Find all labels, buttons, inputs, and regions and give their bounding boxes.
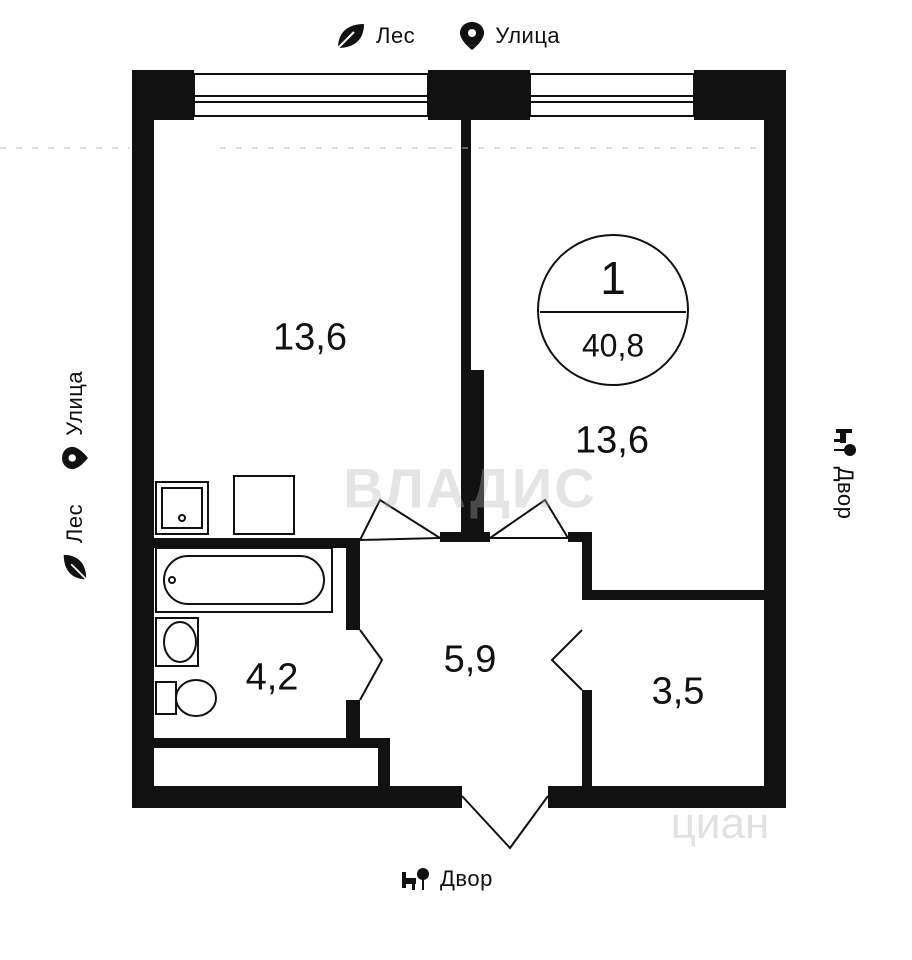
orientation-left-label-1: Лес: [62, 503, 87, 544]
leaf-icon: [337, 24, 364, 49]
room-area-hall: 5,9: [443, 638, 497, 681]
room-area-bathroom: 4,2: [245, 656, 299, 699]
orientation-right-label-0: Двор: [833, 466, 858, 520]
orientation-top-label-0: Лес: [376, 23, 416, 48]
orientation-left-label-0: Улица: [62, 370, 87, 436]
orientation-top: Лес Улица: [334, 20, 560, 52]
room-area-storage: 3,5: [651, 670, 705, 713]
badge-room-count: 1: [600, 252, 626, 304]
orientation-bottom-label-0: Двор: [440, 866, 493, 891]
room-area-living-left: 13,6: [273, 316, 347, 359]
orientation-left: Лес Улица: [60, 352, 90, 602]
room-area-living-right: 13,6: [575, 419, 649, 462]
yard-icon: [402, 868, 429, 890]
brand-watermark: ВЛАДИС: [343, 456, 597, 520]
location-pin-icon: [62, 446, 88, 469]
yard-icon: [834, 428, 856, 456]
orientation-right: Двор: [832, 398, 858, 548]
location-pin-icon: [460, 22, 485, 50]
orientation-bottom: Двор: [400, 866, 493, 892]
orientation-top-label-1: Улица: [495, 23, 561, 48]
site-watermark: циан: [670, 799, 770, 848]
badge-total-area: 40,8: [581, 327, 645, 364]
leaf-icon: [63, 554, 87, 580]
